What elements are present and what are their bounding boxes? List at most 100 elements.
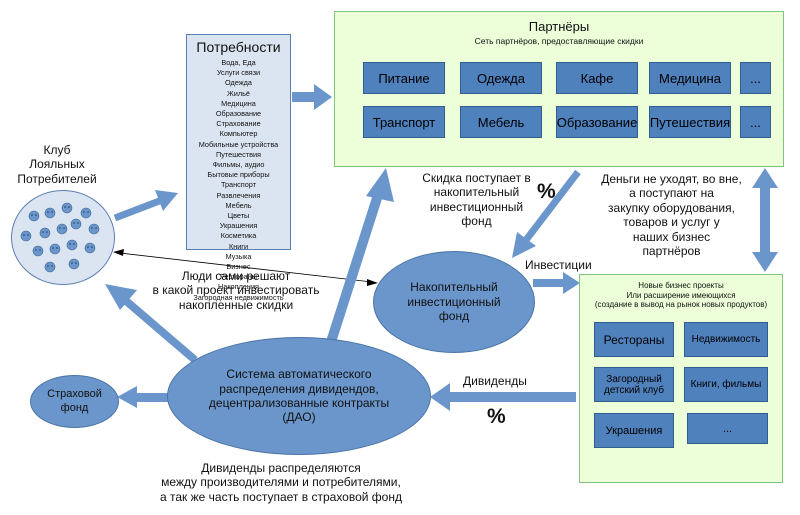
needs-item: Косметика — [220, 231, 257, 241]
needs-item: Медицина — [221, 98, 256, 108]
partners-subtitle: Сеть партнёров, предоставляющие скидки — [474, 36, 644, 46]
partner-box: Медицина — [649, 62, 731, 94]
arrow-club-fund-thin — [113, 249, 378, 286]
investment-fund-ellipse: Накопительный инвестиционный фонд — [373, 251, 535, 353]
investments-label: Инвестиции — [525, 258, 592, 272]
projects-title-line: Или расширение имеющихся — [626, 290, 736, 300]
needs-item: Образование — [215, 109, 262, 119]
partner-box: Образование — [556, 106, 638, 138]
discount-line: Скидка поступает в — [422, 171, 531, 185]
partner-box: Кафе — [556, 62, 638, 94]
partner-box: Путешествия — [649, 106, 731, 138]
club-title-line: Лояльных — [29, 157, 85, 172]
discount-line: фонд — [461, 214, 492, 229]
percent-bottom: % — [487, 405, 506, 428]
arrow-partners-projects-double — [752, 168, 778, 272]
distribution-label: Дивиденды распределяются между производи… — [131, 461, 431, 504]
dao-line: (ДАО) — [282, 410, 316, 425]
people-line: в какой проект инвестировать — [152, 283, 320, 298]
needs-item: Вода, Еда — [221, 58, 256, 67]
needs-item: Книги — [228, 241, 249, 251]
needs-title: Потребности — [196, 39, 281, 55]
needs-item: Страхование — [216, 119, 261, 129]
fund-line: инвестиционный — [407, 294, 501, 309]
project-box: ... — [687, 413, 768, 444]
project-box: Украшения — [594, 413, 674, 448]
needs-item: Мобильные устройства — [198, 139, 279, 149]
needs-item: Одежда — [225, 78, 252, 88]
fund-line: фонд — [438, 309, 470, 324]
needs-item: Компьютер — [219, 129, 258, 139]
dao-ellipse: Система автоматического распределения ди… — [167, 337, 431, 455]
needs-item: Мебель — [225, 200, 252, 210]
needs-item: Развлечения — [216, 190, 261, 200]
arrow-projects-to-dao — [430, 383, 576, 411]
partner-box: Питание — [363, 62, 445, 94]
needs-item: Цветы — [227, 211, 250, 221]
needs-panel: Потребности Вода, Еда Услуги связи Одежд… — [186, 34, 291, 302]
distribution-line: а так же часть поступает в страховой фон… — [160, 489, 402, 504]
needs-item: Бизнес — [226, 262, 251, 272]
needs-item: Музыка — [225, 251, 252, 261]
people-line: накопленные скидки — [178, 297, 294, 312]
project-box: Рестораны — [594, 322, 674, 357]
project-box: Загородный детский клуб — [594, 367, 674, 402]
discount-line: накопительный — [433, 185, 520, 200]
club-title-line: Потребителей — [17, 171, 97, 186]
arrow-dao-to-insurance — [117, 386, 168, 408]
distribution-line: между производителями и потребителями, — [161, 475, 401, 490]
insurance-fund-ellipse: Страховой фонд — [30, 375, 119, 428]
insurance-line: фонд — [60, 401, 89, 414]
insurance-line: Страховой — [47, 388, 102, 401]
discount-label: Скидка поступает в накопительный инвести… — [414, 171, 539, 229]
people-label: Люди сами решают в какой проект инвестир… — [138, 269, 334, 312]
project-box: Книги, фильмы — [684, 367, 768, 402]
arrow-needs-to-partners — [292, 84, 332, 110]
money-line: закупку оборудования, — [608, 200, 735, 215]
needs-item: Фильмы, аудио — [212, 160, 265, 170]
dao-line: Система автоматического — [226, 367, 372, 382]
needs-list: Вода, Еда Услуги связи Одежда Жильё Меди… — [187, 58, 290, 303]
club-title-line: Клуб — [43, 143, 71, 157]
projects-title-line: Новые бизнес проекты — [638, 281, 724, 290]
distribution-line: Дивиденды распределяются — [201, 461, 361, 475]
needs-item: Рестораны — [220, 272, 257, 282]
project-box: Недвижимость — [684, 322, 768, 357]
arrow-club-to-needs — [113, 190, 178, 222]
money-line: Деньги не уходят, во вне, — [601, 172, 742, 186]
partners-title: Партнёры — [528, 19, 590, 34]
dividends-label: Дивиденды — [463, 374, 527, 388]
discount-line: инвестиционный — [429, 199, 524, 214]
arrow-dao-to-club — [105, 284, 198, 364]
dao-line: распределения дивидендов, — [219, 381, 379, 396]
needs-item: Жильё — [227, 88, 250, 98]
people-line: Люди сами решают — [181, 269, 291, 283]
partner-box: Транспорт — [363, 106, 445, 138]
needs-item: Накопления — [218, 282, 259, 292]
needs-item: Путешествия — [215, 149, 262, 159]
partner-box: Мебель — [460, 106, 542, 138]
club-title: Клуб Лояльных Потребителей — [14, 143, 100, 186]
partner-box: ... — [740, 106, 771, 138]
projects-title-line: (создание в вывод на рынок новых продукт… — [594, 300, 768, 310]
money-label: Деньги не уходят, во вне, а поступают на… — [594, 172, 749, 258]
partner-box: ... — [740, 62, 771, 94]
percent-top: % — [537, 180, 556, 203]
arrow-fund-to-projects — [533, 272, 580, 294]
needs-item: Транспорт — [220, 180, 257, 190]
money-line: партнёров — [642, 243, 701, 258]
needs-item: Бытовые приборы — [207, 170, 270, 180]
money-line: а поступают на — [629, 186, 714, 201]
needs-item: Услуги связи — [216, 68, 261, 78]
club-members-icon — [20, 202, 100, 273]
partner-box: Одежда — [460, 62, 542, 94]
dao-line: децентрализованные контракты — [208, 396, 390, 410]
money-line: наших бизнес — [632, 229, 711, 244]
arrow-dao-to-partners — [325, 168, 394, 347]
needs-item: Загородная недвижимость — [193, 292, 284, 302]
club-circle — [11, 190, 115, 285]
arrow-partners-to-fund — [512, 169, 581, 258]
needs-item: Украшения — [219, 221, 258, 231]
money-line: товаров и услуг у — [623, 215, 720, 230]
